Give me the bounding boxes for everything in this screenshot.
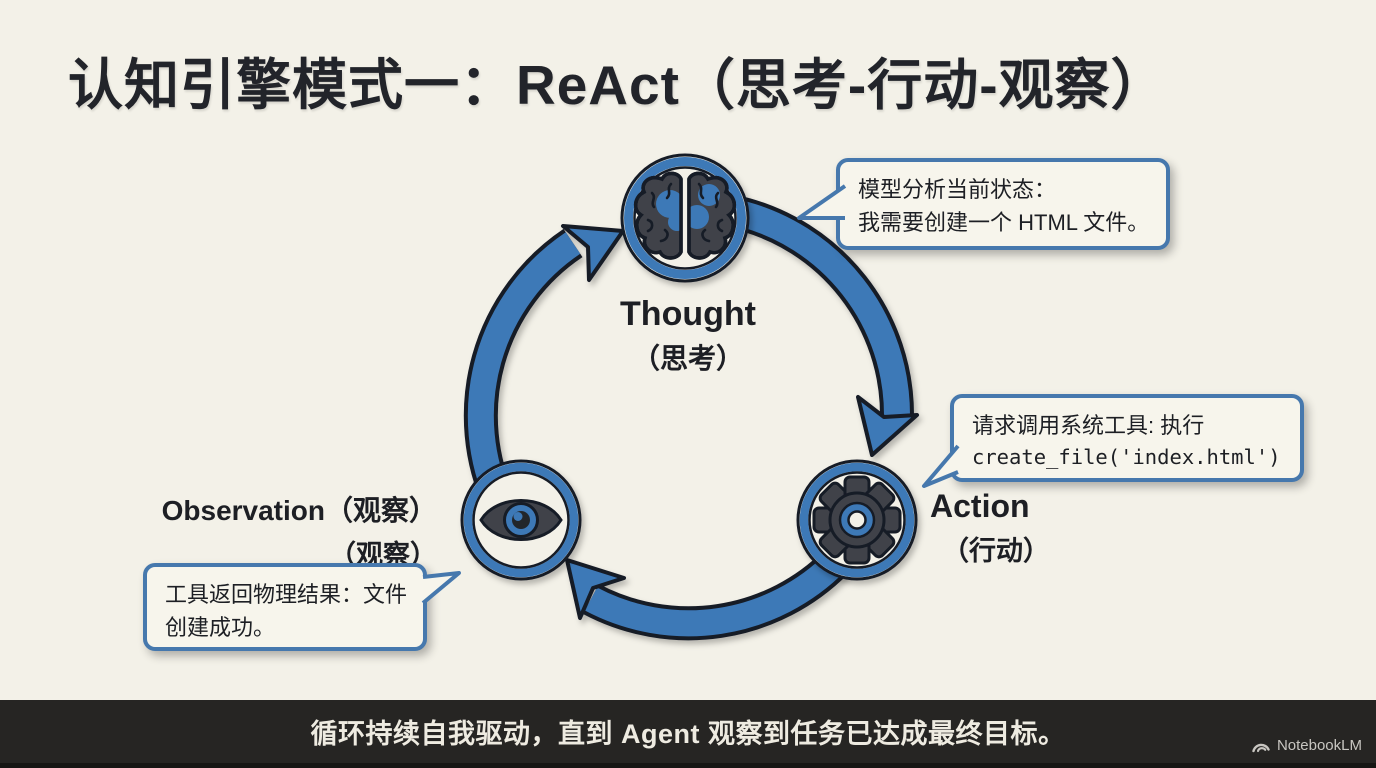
brand-name: NotebookLM [1276, 737, 1362, 754]
callout-tail-left-icon [797, 184, 847, 220]
arrowhead-up-icon [561, 224, 625, 282]
thought-label-zh: （思考） [631, 343, 744, 374]
observation-callout-line2: 创建成功。 [165, 615, 276, 640]
thought-label-en: Thought [620, 295, 756, 333]
action-label: Action （行动） [930, 488, 1050, 568]
cycle-arrows [463, 196, 919, 641]
arrowhead-left-icon [565, 558, 626, 620]
action-label-en: Action [930, 488, 1030, 524]
eye-icon [479, 499, 563, 541]
observation-node [460, 459, 582, 581]
arrow-observation-to-thought [463, 224, 625, 511]
observation-callout: 工具返回物理结果：文件 创建成功。 [143, 563, 461, 651]
callout-tail-left-icon [922, 444, 960, 488]
action-callout-line1: 请求调用系统工具: 执行 [972, 413, 1205, 438]
notebooklm-logo-icon [1252, 743, 1270, 753]
thought-callout: 模型分析当前状态： 我需要创建一个 HTML 文件。 [797, 158, 1170, 250]
observation-label-en: Observation（观察） [161, 495, 437, 526]
action-node [796, 459, 918, 581]
thought-callout-line1: 模型分析当前状态： [858, 177, 1057, 202]
gear-icon [812, 475, 902, 565]
brain-icon [633, 171, 737, 260]
observation-callout-line1: 工具返回物理结果：文件 [165, 582, 408, 607]
action-label-zh: （行动） [942, 536, 1050, 566]
thought-label: Thought （思考） [538, 295, 838, 377]
callout-tail-right-icon [421, 571, 461, 605]
action-callout-line2: create_file('index.html') [972, 445, 1281, 469]
brand: NotebookLM [1251, 737, 1362, 754]
footer-text: 循环持续自我驱动，直到 Agent 观察到任务已达成最终目标。 [310, 719, 1066, 749]
thought-node [620, 153, 750, 283]
observation-label: Observation（观察） （观察） [137, 489, 437, 572]
arrowhead-down-icon [856, 395, 919, 457]
arrow-thought-to-action [734, 196, 919, 457]
thought-callout-line2: 我需要创建一个 HTML 文件。 [858, 210, 1150, 235]
footer-bar: 循环持续自我驱动，直到 Agent 观察到任务已达成最终目标。 Notebook… [0, 700, 1376, 768]
action-callout: 请求调用系统工具: 执行 create_file('index.html') [922, 394, 1304, 488]
page-title: 认知引擎模式一：ReAct（思考-行动-观察） [68, 54, 1167, 116]
arrow-action-to-observation [565, 549, 849, 641]
